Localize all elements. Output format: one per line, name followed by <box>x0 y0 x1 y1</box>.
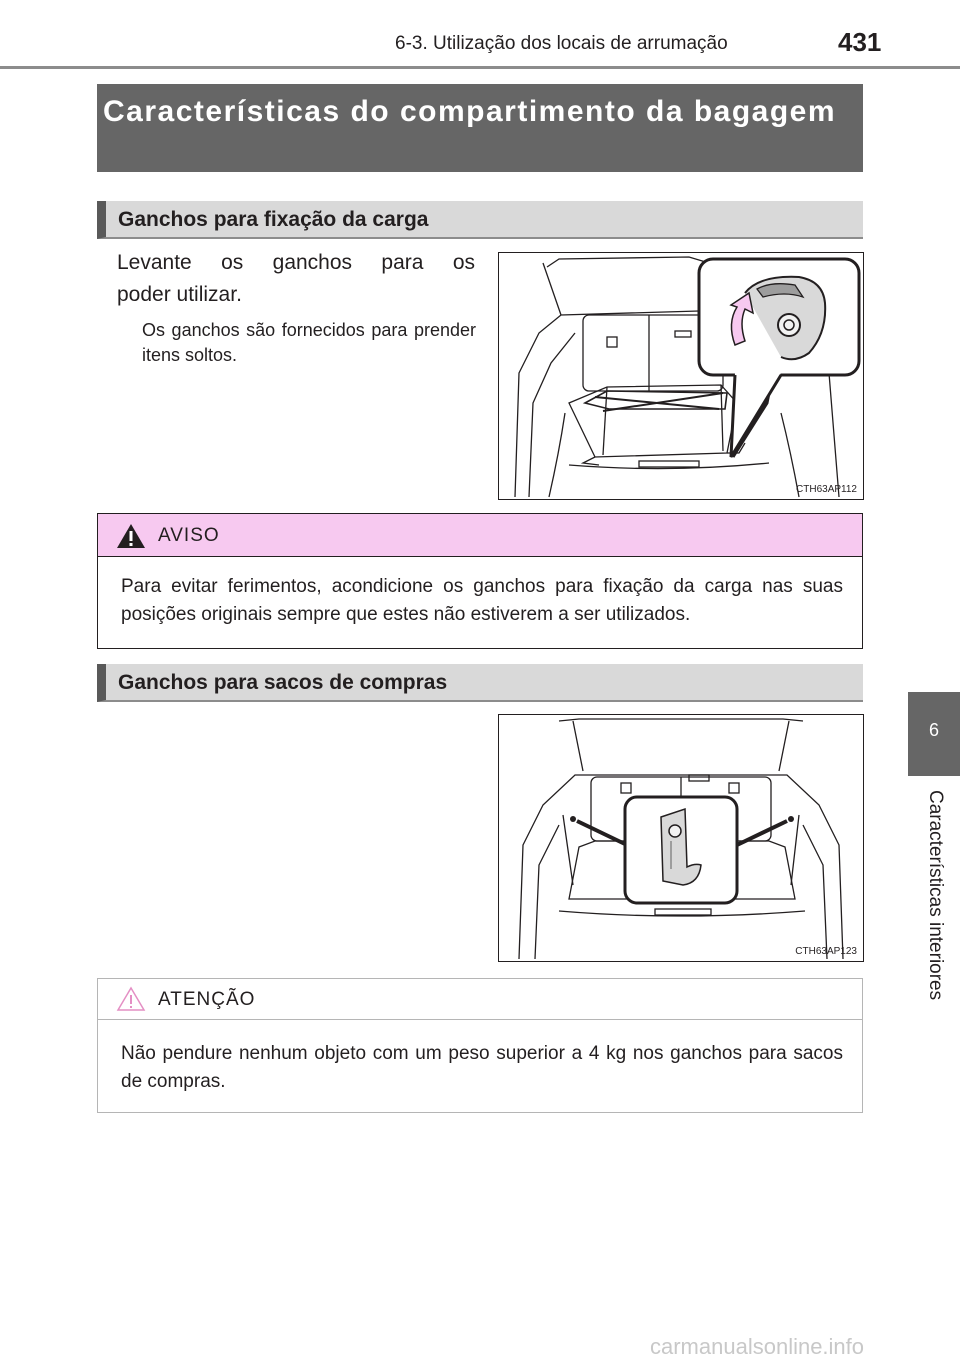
notice-text: Não pendure nenhum objeto com um peso su… <box>121 1043 843 1092</box>
notice-header: ATENÇÃO <box>98 979 862 1020</box>
section-heading-cargo-hooks: Ganchos para fixação da carga <box>97 201 863 239</box>
warning-title: AVISO <box>158 525 220 546</box>
watermark: carmanualsonline.info <box>650 1334 865 1359</box>
notice-box: ATENÇÃO Não pendure nenhum objeto com um… <box>97 978 863 1113</box>
shopping-hooks-figure: CTH63AP123 <box>498 714 864 962</box>
page-number: 431 <box>838 27 882 57</box>
section-heading-text: Ganchos para fixação da carga <box>118 208 429 231</box>
trunk-illustration <box>518 718 844 960</box>
section-heading-shopping-hooks: Ganchos para sacos de compras <box>97 664 863 702</box>
chapter-tab: 6 <box>908 692 960 776</box>
figure-code: CTH63AP123 <box>795 946 857 957</box>
header-rule <box>0 66 960 69</box>
trunk-illustration <box>514 256 861 498</box>
instruction-line-2: poder utilizar. <box>117 283 242 306</box>
warning-box: AVISO Para evitar ferimentos, acondicion… <box>97 513 863 649</box>
warning-header: AVISO <box>98 514 862 557</box>
cargo-hooks-figure: CTH63AP112 <box>498 252 864 500</box>
page-title-block: Características do compartimento da baga… <box>97 84 863 172</box>
instruction-text: Levante os ganchos para os poder utiliza… <box>117 247 475 311</box>
chapter-number: 6 <box>928 720 939 740</box>
chapter-label: Características interiores <box>925 790 946 1001</box>
figure-code: CTH63AP112 <box>796 484 857 495</box>
warning-text: Para evitar ferimentos, acondicione os g… <box>121 576 843 625</box>
instruction-line-1: Levante os ganchos para os <box>117 251 475 274</box>
section-reference: 6-3. Utilização dos locais de arrumação <box>395 33 728 54</box>
page-title: Características do compartimento da baga… <box>103 95 837 128</box>
instruction-note: Os ganchos são fornecidos para prender i… <box>142 320 476 365</box>
notice-title: ATENÇÃO <box>158 989 256 1010</box>
section-heading-text: Ganchos para sacos de compras <box>118 671 448 694</box>
caution-triangle-icon <box>116 986 146 1011</box>
warning-triangle-icon <box>117 524 145 548</box>
